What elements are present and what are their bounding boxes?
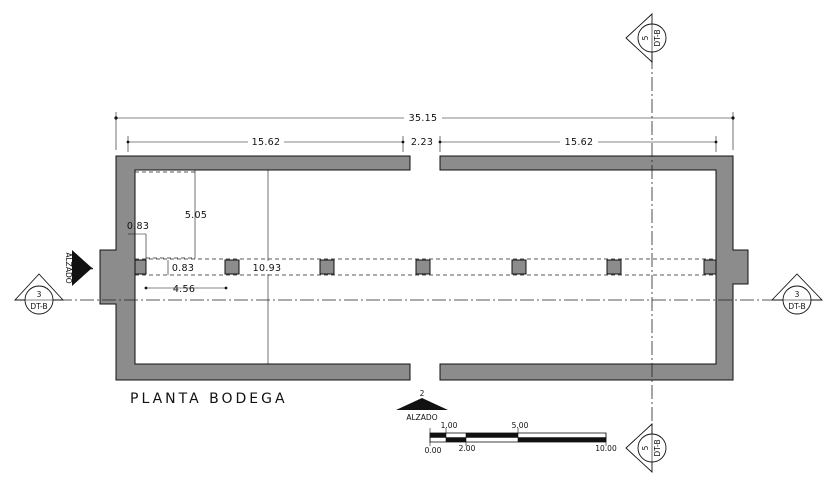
- section-marker-top: 5 DT-B: [625, 12, 667, 64]
- dimension-lines: [114, 112, 735, 364]
- columns: [224, 259, 622, 275]
- pilasters: [134, 259, 717, 275]
- elevation-marker-bottom: 2 ALZADO: [396, 389, 448, 422]
- elevation-left-number: 4: [85, 266, 94, 271]
- elevation-left-label: ALZADO: [64, 252, 73, 283]
- dim-overall-length: 35.15: [409, 113, 438, 124]
- dim-wall-offset: 0.83: [127, 221, 149, 232]
- door-jamb-top: [409, 156, 441, 170]
- section-bottom-sheet: DT-B: [653, 439, 662, 456]
- section-marker-left: 3 DT-B: [13, 273, 65, 315]
- wall-top-right: [439, 155, 749, 381]
- scale-label-0: 0.00: [425, 446, 442, 455]
- scale-label-1: 1.00: [441, 421, 458, 430]
- beam-lines: [135, 171, 716, 276]
- section-right-sheet: DT-B: [788, 302, 805, 311]
- dim-left-segment: 15.62: [252, 137, 281, 148]
- section-marker-right: 3 DT-B: [770, 273, 824, 315]
- section-right-number: 3: [795, 290, 800, 299]
- scale-label-2: 2.00: [459, 444, 476, 453]
- dimension-labels: 35.15 15.62 2.23 15.62 5.05 0.83 0.83 10…: [127, 110, 598, 295]
- dim-column-size: 0.83: [172, 263, 194, 274]
- axis-lines: [58, 55, 780, 440]
- dim-door-gap: 2.23: [411, 137, 433, 148]
- section-top-sheet: DT-B: [653, 29, 662, 46]
- exterior-walls: [99, 155, 749, 381]
- elevation-bottom-label: ALZADO: [406, 413, 437, 422]
- column-2: [319, 259, 335, 275]
- column-4: [511, 259, 527, 275]
- section-marker-bottom: 5 DT-B: [625, 422, 667, 474]
- scale-label-5: 5.00: [512, 421, 529, 430]
- pilaster-right: [703, 259, 717, 275]
- scale-label-10: 10.00: [595, 444, 617, 453]
- dim-column-spacing: 4.56: [173, 284, 195, 295]
- section-bottom-number: 5: [641, 445, 650, 450]
- pilaster-left: [134, 259, 147, 275]
- elevation-marker-left: ALZADO 4: [64, 250, 94, 286]
- section-left-number: 3: [37, 290, 42, 299]
- plan-title: PLANTA BODEGA: [130, 391, 288, 407]
- column-3: [415, 259, 431, 275]
- section-left-sheet: DT-B: [30, 302, 47, 311]
- elevation-bottom-number: 2: [420, 389, 425, 398]
- dim-right-segment: 15.62: [565, 137, 594, 148]
- column-1: [224, 259, 240, 275]
- column-5: [606, 259, 622, 275]
- section-top-number: 5: [641, 35, 650, 40]
- dim-vertical-span: 5.05: [185, 210, 207, 221]
- dim-building-width: 10.93: [253, 263, 282, 274]
- scale-bar: 1.00 5.00 0.00 2.00 10.00: [425, 421, 617, 455]
